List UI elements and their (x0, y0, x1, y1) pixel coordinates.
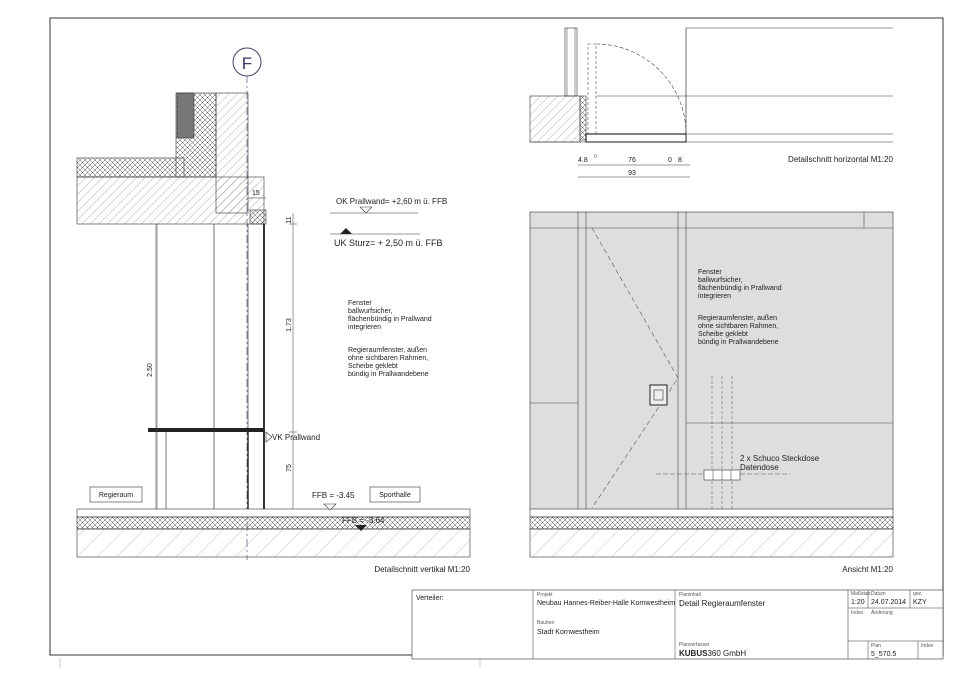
elevation-wall (529, 211, 894, 511)
dim-4-8: 4.8 (578, 157, 588, 164)
dim-93: 93 (628, 170, 636, 177)
svg-text:Plan: Plan (871, 643, 881, 649)
svg-text:Planinhalt: Planinhalt (679, 592, 702, 598)
svg-text:gez.: gez. (913, 591, 922, 597)
window-sill (148, 428, 264, 432)
door-swing-arc (595, 43, 687, 135)
door-opening-lines (591, 227, 679, 509)
svg-text:integrieren: integrieren (348, 324, 381, 331)
svg-text:Maßstab: Maßstab (851, 591, 871, 597)
roof-slab-insulation (76, 157, 185, 178)
window-note-left: Fenster ballwurfsicher, flächenbündig in… (348, 300, 432, 378)
svg-text:Fenster: Fenster (348, 300, 372, 307)
caption-horizontal: Detailschnitt horizontal M1:20 (788, 155, 893, 164)
plan-number: 5_570.5 (871, 651, 896, 658)
svg-text:Bauherr: Bauherr (537, 620, 555, 626)
dim-15: 15 (252, 190, 260, 197)
date-value: 24.07.2014 (871, 599, 906, 606)
dim-0-right: 0 (668, 157, 672, 164)
caption-vertical: Detailschnitt vertikal M1:20 (374, 565, 470, 574)
office-name: KUBUS360 GmbH (679, 649, 746, 658)
svg-text:bündig in Prallwandebene: bündig in Prallwandebene (348, 371, 429, 378)
socket-label-2: Datendose (740, 463, 779, 472)
vk-prallwand-label: VK Prallwand (272, 433, 320, 442)
window-note-right: Fenster ballwurfsicher, flächenbündig in… (698, 269, 782, 346)
svg-text:Index: Index (921, 643, 934, 649)
room-label-sporthalle: Sporthalle (379, 492, 411, 499)
svg-text:Projekt: Projekt (537, 592, 553, 598)
svg-text:Fenster: Fenster (698, 269, 722, 276)
dim-250: 2.50 (147, 363, 154, 377)
dim-0-left: 0 (594, 154, 597, 160)
svg-text:Datum: Datum (871, 591, 886, 597)
svg-text:integrieren: integrieren (698, 293, 731, 300)
caption-elevation: Ansicht M1:20 (842, 565, 893, 574)
axis-label-f: F (242, 54, 252, 73)
axis-marker-f (232, 47, 262, 77)
svg-text:Index: Index (851, 610, 864, 616)
wall-section-horizontal (529, 95, 581, 143)
verteiler-label: Verteiler: (416, 595, 444, 602)
ok-prallwand-label: OK Prallwand= +2,60 m ü. FFB (336, 197, 447, 206)
dim-11: 11 (286, 216, 293, 223)
floor-screed (76, 516, 471, 530)
svg-text:Regieraumfenster, außen: Regieraumfenster, außen (698, 315, 777, 322)
vertical-section-view: F 2.50 11 1.73 75 15 OK Prallwan (76, 47, 471, 574)
ffb-label-2: FFB = -3.64 (342, 516, 385, 525)
plan-title: Detail Regieraumfenster (679, 599, 766, 608)
room-label-regieraum: Regieraum (99, 492, 133, 499)
svg-text:Änderung: Änderung (871, 609, 893, 616)
switch-plate (649, 384, 668, 406)
client-name: Stadt Kornwestheim (537, 629, 600, 636)
svg-text:Scheibe geklebt: Scheibe geklebt (348, 363, 398, 370)
floor-finish (76, 508, 471, 518)
scale-value: 1:20 (851, 599, 865, 606)
svg-text:Regieraumfenster, außen: Regieraumfenster, außen (348, 347, 427, 354)
socket-label-1: 2 x Schuco Steckdose (740, 454, 820, 463)
dim-8: 8 (678, 157, 682, 164)
svg-text:ohne sichtbaren Rahmen,: ohne sichtbaren Rahmen, (698, 323, 778, 330)
title-block: Verteiler: Projekt Neubau Hannes-Reiber-… (411, 589, 944, 660)
drawn-by: KZY (913, 599, 927, 606)
svg-text:flächenbündig in Prallwand: flächenbündig in Prallwand (698, 285, 782, 292)
floor-slab (76, 528, 471, 558)
dim-75: 75 (286, 464, 293, 472)
dim-76: 76 (628, 157, 636, 164)
project-name: Neubau Hannes-Reiber-Halle Kornwestheim (537, 600, 675, 607)
parapet-block (176, 92, 195, 139)
elevation-view: 2 x Schuco Steckdose Datendose Fenster b… (529, 211, 894, 574)
svg-text:Planverfasser: Planverfasser (679, 642, 710, 648)
svg-text:ballwurfsicher,: ballwurfsicher, (698, 277, 742, 284)
ffb-label: FFB = -3.45 (312, 491, 355, 500)
svg-text:Scheibe geklebt: Scheibe geklebt (698, 331, 748, 338)
horizontal-section-view: 4.8 0 76 0 8 93 Detailschnitt horizontal… (529, 27, 894, 178)
svg-text:flächenbündig in Prallwand: flächenbündig in Prallwand (348, 316, 432, 323)
svg-text:bündig in Prallwandebene: bündig in Prallwandebene (698, 339, 779, 346)
uk-sturz-label: UK Sturz= + 2,50 m ü. FFB (334, 238, 443, 248)
svg-text:ballwurfsicher,: ballwurfsicher, (348, 308, 392, 315)
dim-173: 1.73 (286, 318, 293, 332)
svg-text:ohne sichtbaren Rahmen,: ohne sichtbaren Rahmen, (348, 355, 428, 362)
